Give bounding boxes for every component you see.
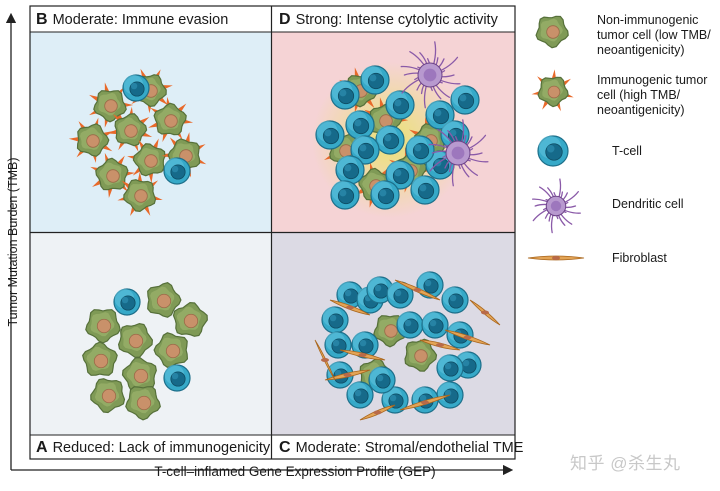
fibroblast — [339, 349, 386, 361]
panel-d-text: Strong: Intense cytolytic activity — [295, 12, 498, 28]
legend-icons — [527, 15, 585, 261]
non-immunogenic-tumor-cell — [535, 15, 569, 49]
immunogenic-tumor-cell — [127, 138, 173, 184]
t-cell — [351, 331, 379, 359]
t-cell — [425, 100, 455, 130]
fibroblast — [469, 299, 501, 326]
panel-b-cells — [68, 68, 207, 217]
immunogenic-tumor-cell — [90, 152, 136, 199]
t-cell — [386, 281, 414, 309]
x-axis-label: T-cell–inflamed Gene Expression Profile … — [154, 464, 436, 479]
t-cell — [441, 286, 469, 314]
fibroblast — [359, 404, 396, 421]
t-cell — [370, 180, 400, 210]
panel-a-letter: A — [36, 439, 48, 456]
t-cell — [385, 90, 415, 120]
fibroblast — [324, 369, 371, 381]
panel-a-cells — [82, 282, 208, 421]
non-immunogenic-tumor-cell — [121, 357, 157, 393]
dendritic-cell — [400, 41, 461, 109]
fibroblast — [527, 255, 585, 261]
non-immunogenic-tumor-cell — [85, 309, 121, 344]
panel-d-letter: D — [279, 11, 291, 28]
non-immunogenic-tumor-cell — [125, 385, 161, 421]
non-immunogenic-tumor-cell — [90, 378, 126, 414]
fibroblast — [399, 394, 451, 411]
t-cell — [405, 135, 435, 165]
immunogenic-tumor-cell — [106, 106, 153, 152]
t-cell — [335, 155, 365, 185]
y-axis-label: Tumor Mutation Burden (TMB) — [6, 157, 20, 327]
t-cell — [410, 175, 440, 205]
t-cell — [360, 65, 390, 95]
t-cell — [330, 80, 360, 110]
fibroblast — [394, 279, 441, 301]
t-cell — [396, 311, 424, 339]
panel-a-text: Reduced: Lack of immunogenicity — [52, 440, 271, 456]
t-cell — [163, 364, 191, 392]
non-immunogenic-tumor-cell — [82, 341, 118, 376]
t-cell — [421, 311, 449, 339]
legend-label-t-cell: T-cell — [612, 144, 642, 158]
legend-label-fibroblast: Fibroblast — [612, 251, 667, 265]
immunogenic-tumor-cell — [531, 69, 574, 112]
non-immunogenic-tumor-cell — [147, 282, 182, 318]
fibroblast — [419, 339, 461, 351]
t-cell — [330, 180, 360, 210]
legend-label-immunogenic: Immunogenic tumor cell (high TMB/ neoant… — [597, 73, 708, 117]
non-immunogenic-tumor-cell — [172, 301, 208, 337]
non-immunogenic-tumor-cell — [153, 332, 189, 368]
t-cell — [324, 331, 352, 359]
panel-b-text: Moderate: Immune evasion — [52, 12, 229, 28]
t-cell — [345, 110, 375, 140]
panel-b-letter: B — [36, 11, 48, 28]
panel-c-cells — [314, 271, 501, 421]
watermark: 知乎 @杀生丸 — [570, 454, 681, 473]
t-cell — [375, 125, 405, 155]
t-cell — [436, 354, 464, 382]
panel-c-letter: C — [279, 439, 291, 456]
immunogenic-tumor-cell — [117, 171, 163, 217]
t-cell — [368, 366, 396, 394]
t-cell — [346, 381, 374, 409]
t-cell — [321, 306, 349, 334]
legend-label-non-immunogenic: Non-immunogenic tumor cell (low TMB/ neo… — [597, 13, 711, 57]
t-cell — [385, 160, 415, 190]
immunogenic-tumor-cell — [148, 96, 194, 142]
fibroblast — [329, 299, 371, 316]
t-cell — [113, 288, 141, 316]
panel-d-cells — [312, 41, 489, 218]
t-cell — [122, 74, 150, 102]
non-immunogenic-tumor-cell — [404, 338, 438, 372]
t-cell — [537, 135, 569, 167]
fibroblast — [444, 329, 491, 346]
immunogenic-tumor-cell — [68, 117, 114, 163]
non-immunogenic-tumor-cell — [117, 322, 154, 358]
dendritic-cell — [428, 119, 489, 187]
legend-label-dendritic-cell: Dendritic cell — [612, 197, 684, 211]
t-cell — [450, 85, 480, 115]
t-cell — [315, 120, 345, 150]
t-cell — [163, 157, 191, 185]
panel-c-text: Moderate: Stromal/endothelial TME — [295, 440, 524, 456]
fibroblast — [314, 339, 336, 381]
t-cell — [350, 135, 380, 165]
dendritic-cell — [531, 178, 581, 234]
